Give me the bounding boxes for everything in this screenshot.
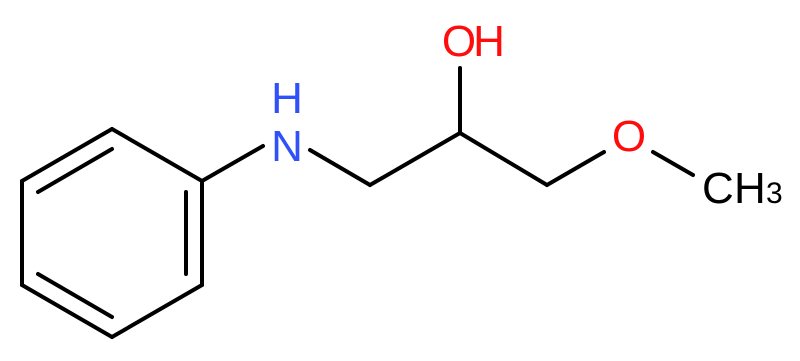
methyl-count-subscript: 3 [766,177,783,210]
ring-bond-1 [20,127,114,183]
ch2-to-ether-oxygen-bond [545,150,606,187]
amine-nitrogen-label: N [271,122,303,171]
ring-to-nitrogen-bond [200,144,265,183]
bonds [20,66,695,339]
hydroxyl-oxygen-label: O [442,17,476,66]
methyl-carbon-label: C [702,164,734,213]
ether-oxygen-label: O [612,112,646,161]
methyl-hydrogen-label: H [734,164,766,213]
ch2-to-choh-bond [368,131,462,187]
ring-bond-4 [110,283,204,339]
hydroxyl-hydrogen-label: H [473,17,505,66]
ring-double-bond-3 [36,272,114,319]
ring-bond-2 [110,127,204,183]
ring-double-bond-1 [36,147,114,194]
nitrogen-to-ch2-bond [308,148,372,187]
choh-to-ch2-bond [458,131,549,187]
ring-bond-5 [20,283,114,339]
ether-oxygen-to-methyl-bond [651,150,695,177]
atom-labels: H N O H O C H 3 [271,17,783,213]
amine-hydrogen-label: H [271,74,303,123]
